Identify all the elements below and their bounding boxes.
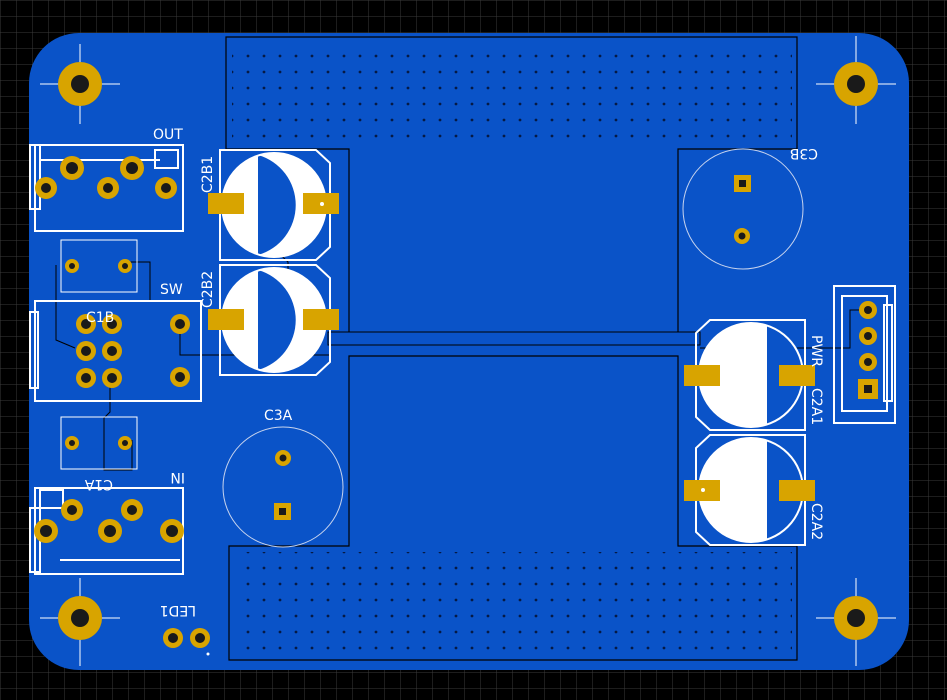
footprint-upper-left <box>60 239 138 293</box>
footprint-lower-left <box>60 416 138 470</box>
label-c2a1: C2A1 <box>808 388 824 425</box>
label-c2b2: C2B2 <box>200 271 216 308</box>
capacitor-c3b: C3B <box>682 145 818 270</box>
connector-pwr: PWR <box>808 285 896 424</box>
label-c2b1: C2B1 <box>200 156 216 193</box>
switch-sw: SW C1B <box>29 282 202 402</box>
capacitor-c2b2: C2B2 <box>200 264 339 376</box>
label-led1: LED1 <box>160 602 196 618</box>
mounting-hole-top-left <box>40 44 120 124</box>
label-in: IN <box>170 469 185 485</box>
label-pwr: PWR <box>808 335 824 367</box>
top-copper-pour <box>225 36 798 334</box>
mounting-hole-bottom-left <box>40 578 120 666</box>
label-c1b: C1B <box>86 310 114 326</box>
label-c3b: C3B <box>790 145 818 161</box>
capacitor-c2b1: C2B1 <box>200 149 339 261</box>
led1: LED1 <box>160 602 210 656</box>
connector-in: C1A IN <box>29 469 185 575</box>
label-out: OUT <box>153 127 183 143</box>
capacitor-c2a1: C2A1 <box>684 319 824 431</box>
capacitor-c3a: C3A <box>222 408 344 548</box>
capacitor-c2a2: C2A2 <box>684 434 824 546</box>
mounting-hole-bottom-right <box>816 578 896 666</box>
label-sw: SW <box>160 282 183 298</box>
bottom-copper-pour <box>228 355 798 661</box>
label-c2a2: C2A2 <box>808 503 824 540</box>
label-c1a: C1A <box>84 476 113 492</box>
label-c3a: C3A <box>264 408 293 424</box>
mounting-hole-top-right <box>816 36 896 124</box>
connector-out: OUT <box>29 127 184 232</box>
